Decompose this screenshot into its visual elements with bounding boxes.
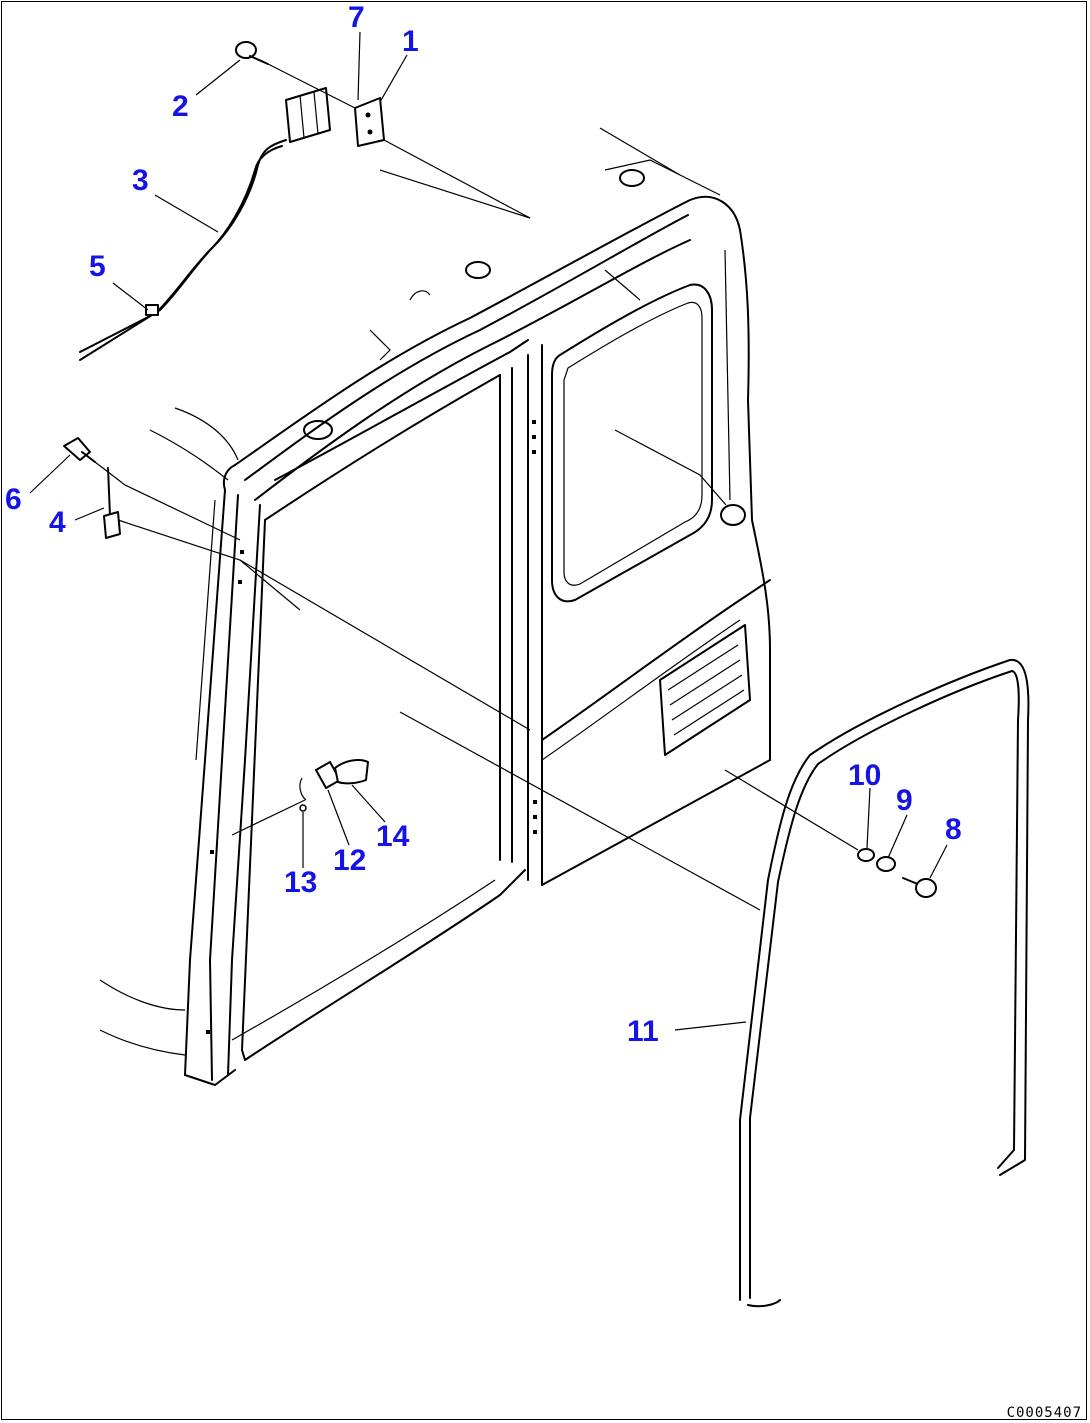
- callout-9: 9: [896, 784, 913, 817]
- pillar-rivets: [206, 420, 537, 1034]
- assembly-lines: [94, 63, 859, 911]
- callout-7: 7: [348, 1, 365, 34]
- striker-parts: [299, 759, 369, 812]
- callout-3: 3: [132, 164, 149, 197]
- callout-leaders: [29, 31, 948, 1031]
- callout-11: 11: [627, 1015, 659, 1048]
- hinge-bracket-part: [285, 87, 385, 147]
- cab-body: [99, 127, 771, 1086]
- door-cable-part: [79, 139, 287, 361]
- callout-8: 8: [945, 813, 962, 846]
- callout-4: 4: [49, 506, 66, 539]
- weatherstrip-part-11: [739, 658, 1030, 1308]
- callout-12: 12: [333, 844, 367, 877]
- plate-part-4: [103, 467, 121, 539]
- callout-2: 2: [172, 90, 189, 123]
- callout-6: 6: [5, 483, 22, 516]
- fastener-parts: [857, 848, 937, 898]
- drawing-code: C0005407: [1006, 1405, 1082, 1421]
- callout-10: 10: [848, 759, 882, 792]
- bolt-part-2: [235, 41, 269, 65]
- clip-part-6: [63, 437, 96, 463]
- callout-1: 1: [402, 25, 419, 58]
- callout-13: 13: [284, 866, 318, 899]
- callout-14: 14: [376, 820, 410, 853]
- callout-5: 5: [89, 250, 106, 283]
